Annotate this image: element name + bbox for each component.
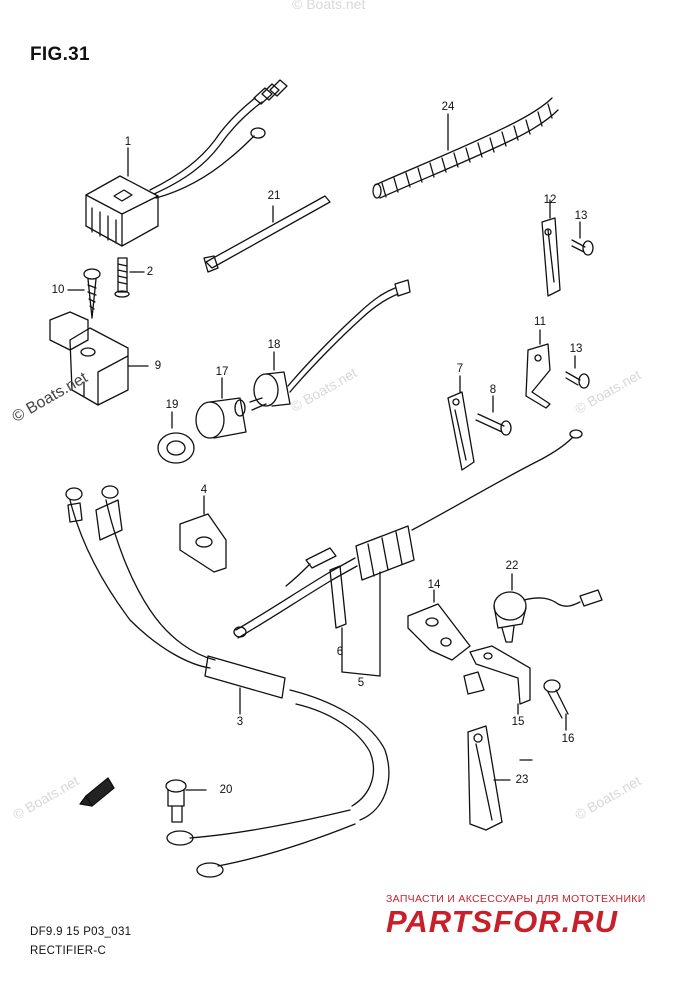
switch-part-22 — [493, 573, 603, 643]
callout-number-8: 8 — [489, 384, 497, 396]
bolt-part-20 — [165, 779, 207, 823]
screw-part-10 — [67, 268, 101, 319]
dealer-ad-tagline: ЗАПЧАСТИ И АКСЕССУАРЫ ДЛЯ МОТОТЕХНИКИ — [386, 893, 646, 905]
dealer-ad-logo: PARTSFOR.RU — [386, 904, 619, 939]
callout-number-11: 11 — [534, 316, 546, 328]
callout-number-4: 4 — [200, 484, 208, 496]
callout-number-23: 23 — [515, 774, 529, 786]
callout-number-12: 12 — [543, 194, 557, 206]
bracket-part-9 — [49, 311, 149, 406]
callout-number-1: 1 — [124, 136, 132, 148]
clamp-part-12 — [541, 199, 561, 297]
callout-number-16: 16 — [561, 733, 575, 745]
watermark-top: © Boats.net — [292, 0, 366, 12]
callout-number-5: 5 — [357, 677, 365, 689]
clamp-part-11 — [525, 329, 551, 409]
spiral-tube-part-24 — [372, 97, 559, 199]
callout-leaders — [127, 147, 533, 761]
connector-part-17 — [195, 377, 247, 439]
bracket-part-15 — [463, 645, 531, 715]
callout-number-17: 17 — [215, 366, 229, 378]
callout-number-18: 18 — [267, 339, 281, 351]
callout-number-20: 20 — [219, 784, 233, 796]
callout-number-21: 21 — [267, 190, 281, 202]
plate-part-14 — [407, 589, 471, 661]
assembly-name: RECTIFIER-C — [30, 945, 107, 957]
clamp-part-23 — [467, 725, 511, 831]
figure-title: FIG.31 — [30, 44, 90, 65]
screw-part-13-lower — [565, 355, 590, 389]
screw-part-13-upper — [571, 221, 594, 256]
callout-number-19: 19 — [165, 399, 179, 411]
wire-harness-part-3 — [65, 485, 390, 878]
coupler-part-18 — [249, 279, 411, 411]
wire-harness-part-5 — [233, 429, 583, 677]
callout-number-13a: 13 — [574, 210, 588, 222]
callout-number-22: 22 — [505, 560, 519, 572]
grommet-part-4 — [179, 495, 227, 573]
callout-number-7: 7 — [456, 363, 464, 375]
callout-number-13b: 13 — [569, 343, 583, 355]
callout-number-14: 14 — [427, 579, 441, 591]
model-code: DF9.9 15 P03_031 — [30, 926, 132, 938]
fwd-direction-arrow-icon — [79, 777, 115, 807]
screw-part-8 — [475, 395, 512, 436]
cable-tie-part-21 — [203, 195, 331, 273]
callout-number-10: 10 — [51, 284, 65, 296]
callout-number-15: 15 — [511, 716, 525, 728]
callout-number-9: 9 — [154, 360, 162, 372]
callout-number-24: 24 — [441, 101, 455, 113]
bolt-part-16 — [543, 679, 569, 731]
clamp-part-7 — [447, 375, 475, 471]
callout-number-3: 3 — [236, 716, 244, 728]
rectifier-part-1 — [85, 79, 288, 247]
callout-number-6: 6 — [336, 646, 344, 658]
screw-part-2 — [114, 257, 145, 298]
grommet-part-19 — [157, 411, 195, 464]
callout-number-2: 2 — [146, 266, 154, 278]
